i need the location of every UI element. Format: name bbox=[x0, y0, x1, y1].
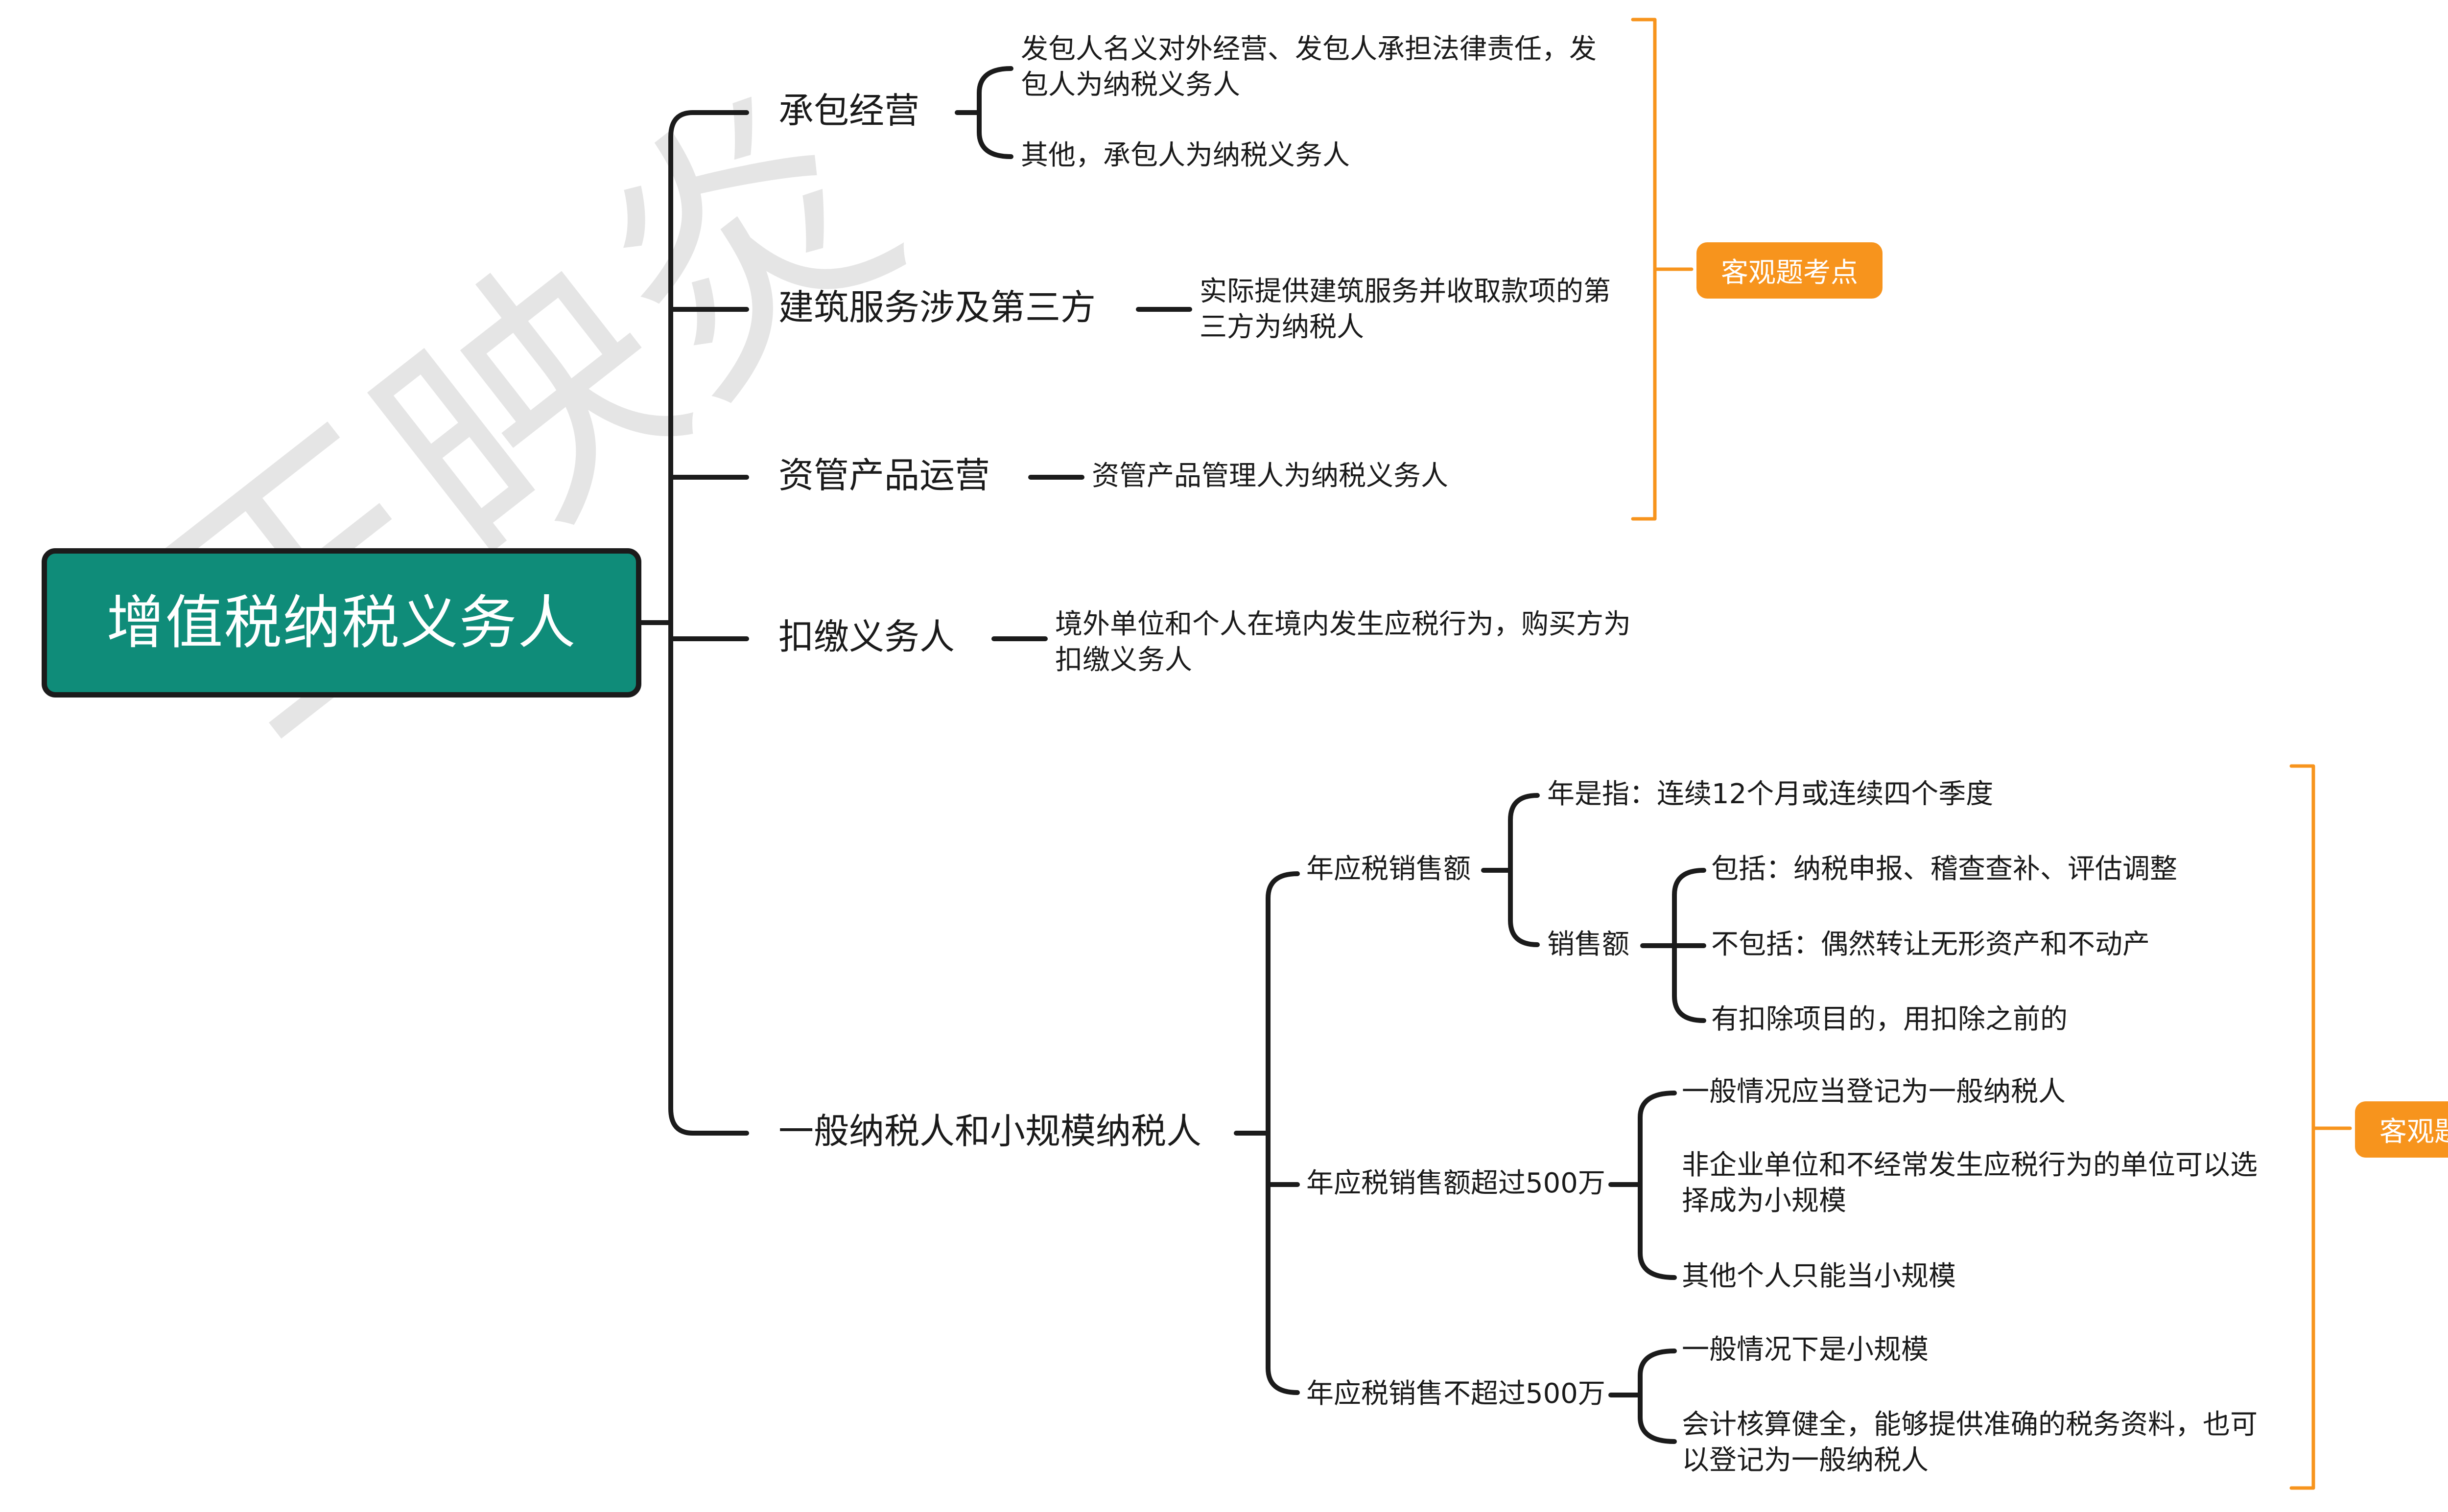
branch-withholding: 扣缴义务人 bbox=[778, 616, 955, 657]
branch-contract: 承包经营 bbox=[778, 90, 920, 131]
tag-objective-bottom: 客观题考点 bbox=[2355, 1101, 2448, 1158]
amount-leaf-3: 有扣除项目的，用扣除之前的 bbox=[1711, 1003, 2068, 1035]
over-leaf-1: 一般情况应当登记为一般纳税人 bbox=[1682, 1076, 2066, 1108]
amount-leaf-1: 包括：纳税申报、稽查查补、评估调整 bbox=[1711, 853, 2177, 885]
over-node: 年应税销售额超过500万 bbox=[1306, 1167, 1605, 1199]
withholding-leaf: 境外单位和个人在境内发生应税行为，购买方为扣缴义务人 bbox=[1055, 608, 1631, 676]
top-tag-bracket bbox=[1631, 18, 1694, 521]
tag-objective-top: 客观题考点 bbox=[1696, 242, 1883, 299]
sales-node: 年应税销售额 bbox=[1306, 853, 1471, 885]
bottom-tag-bracket bbox=[2289, 764, 2352, 1490]
sales-bracket bbox=[1508, 793, 1540, 947]
amount-node: 销售额 bbox=[1547, 929, 1629, 960]
branch-general: 一般纳税人和小规模纳税人 bbox=[778, 1111, 1202, 1152]
contract-leaf-1: 发包人名义对外经营、发包人承担法律责任，发包人为纳税义务人 bbox=[1021, 33, 1597, 101]
over-bracket bbox=[1638, 1091, 1677, 1280]
under-bracket bbox=[1638, 1349, 1677, 1444]
amount-leaf-2: 不包括：偶然转让无形资产和不动产 bbox=[1711, 929, 2150, 960]
general-bracket bbox=[1266, 871, 1300, 1395]
root-node: 增值税纳税义务人 bbox=[42, 548, 641, 698]
asset-leaf: 资管产品管理人为纳税义务人 bbox=[1092, 460, 1448, 492]
contract-bracket bbox=[977, 66, 1013, 159]
under-node: 年应税销售不超过500万 bbox=[1306, 1378, 1605, 1410]
branch-construction: 建筑服务涉及第三方 bbox=[778, 287, 1096, 328]
sales-year-leaf: 年是指：连续12个月或连续四个季度 bbox=[1547, 778, 1994, 810]
branch-asset: 资管产品运营 bbox=[778, 455, 990, 496]
construction-leaf: 实际提供建筑服务并收取款项的第三方为纳税人 bbox=[1200, 276, 1611, 343]
under-leaf-2: 会计核算健全，能够提供准确的税务资料，也可以登记为一般纳税人 bbox=[1682, 1409, 2258, 1476]
over-leaf-2: 非企业单位和不经常发生应税行为的单位可以选择成为小规模 bbox=[1682, 1149, 2258, 1217]
level1-spine bbox=[668, 110, 695, 1136]
over-leaf-3: 其他个人只能当小规模 bbox=[1682, 1260, 1956, 1292]
under-leaf-1: 一般情况下是小规模 bbox=[1682, 1334, 1929, 1366]
contract-leaf-2: 其他，承包人为纳税义务人 bbox=[1021, 140, 1350, 171]
